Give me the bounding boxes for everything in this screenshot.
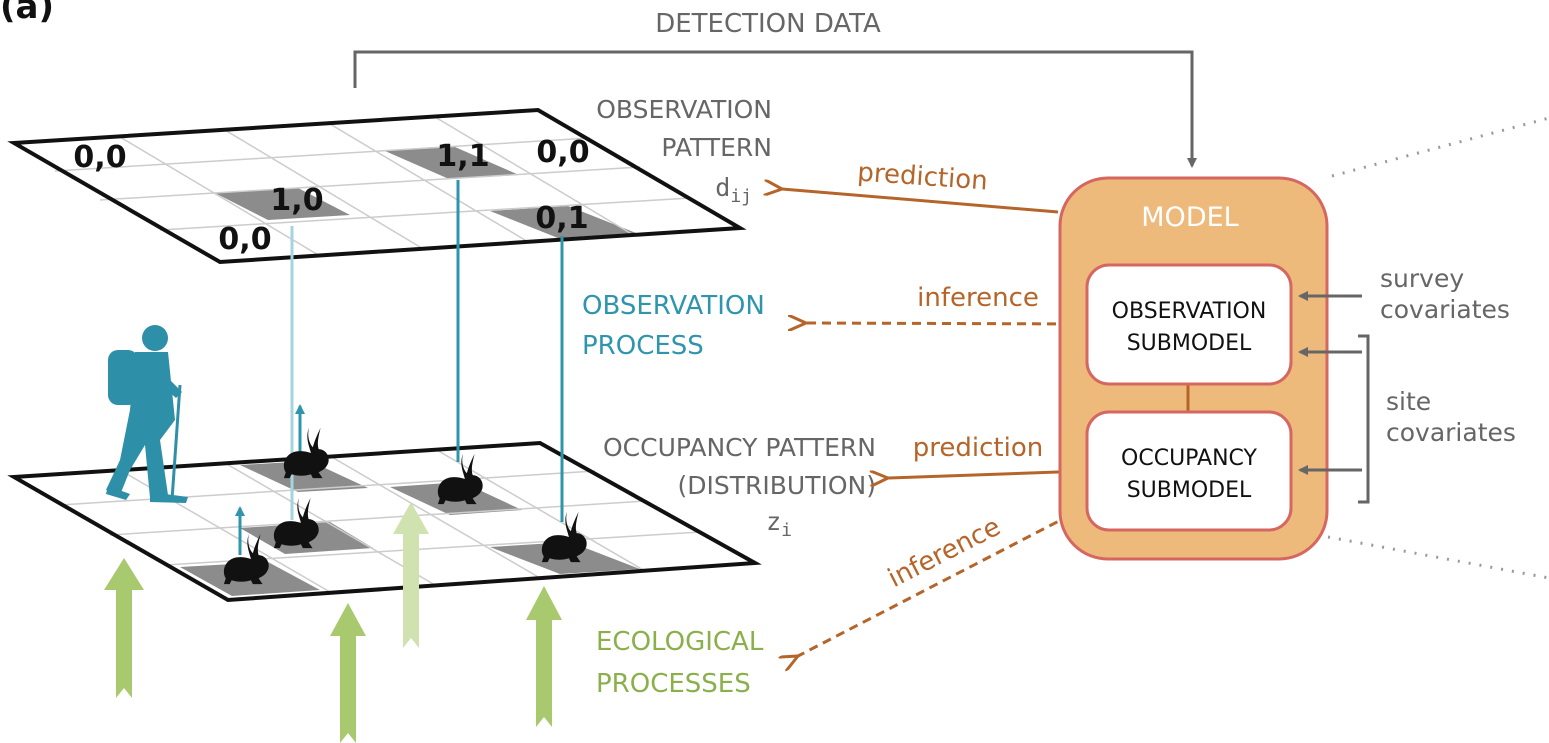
occupancy-pattern-label-2: (DISTRIBUTION): [678, 471, 877, 500]
detection-data-connector: [353, 50, 1197, 168]
site-covariates-label-2: covariates: [1386, 418, 1516, 447]
prediction-label-bottom: prediction: [913, 433, 1043, 463]
occupancy-pattern-symbol: zi: [766, 507, 792, 541]
observation-grid: [7, 107, 747, 265]
site-covariates-label-1: site: [1386, 387, 1431, 416]
green-arrow: [104, 558, 144, 698]
observation-pattern-title-2: PATTERN: [661, 133, 772, 162]
panel-label: (a): [0, 0, 54, 27]
covariate-arrows: [1298, 291, 1370, 504]
observation-submodel-box: [1085, 263, 1293, 386]
inference-label-top: inference: [917, 283, 1039, 313]
prediction-arrow-bottom: [888, 469, 1087, 478]
cell-label-0-0-b: 0,0: [536, 135, 589, 170]
observation-cell-gray: [215, 188, 350, 220]
ecological-processes-label-2: PROCESSES: [596, 669, 751, 699]
cell-label-0-1: 0,1: [535, 201, 588, 236]
observation-cell-gray: [385, 147, 519, 179]
cell-label-0-0-a: 0,0: [73, 140, 126, 175]
prediction-label-top: prediction: [856, 158, 988, 197]
occupancy-submodel-label-1: OCCUPANCY: [1121, 446, 1257, 471]
green-arrow: [393, 502, 429, 648]
site-covariates-bracket: [1358, 334, 1370, 504]
survey-covariates-label-1: survey: [1380, 264, 1464, 293]
occupancy-submodel-label-2: SUBMODEL: [1127, 478, 1252, 503]
green-arrow: [526, 586, 562, 727]
occupancy-pattern-label-1: OCCUPANCY PATTERN: [603, 433, 876, 462]
cell-label-1-1: 1,1: [436, 139, 489, 174]
observation-pattern-title-1: OBSERVATION: [596, 95, 772, 124]
occupancy-submodel-box: [1085, 410, 1293, 532]
observation-cell-gray: [490, 206, 636, 238]
cell-label-1-0: 1,0: [270, 183, 323, 218]
cell-label-0-0-c: 0,0: [218, 222, 271, 257]
observation-process-label-1: OBSERVATION: [582, 291, 765, 321]
observation-pattern-symbol: dij: [715, 173, 752, 207]
hiker-icon: [106, 325, 188, 503]
inference-arrow-bottom: [798, 506, 1085, 656]
observation-process-label-2: PROCESS: [582, 331, 704, 361]
occupancy-cell-gray: [240, 461, 368, 492]
survey-covariates-label-2: covariates: [1380, 295, 1510, 324]
ecological-arrows: [104, 502, 562, 743]
ecological-processes-label-1: ECOLOGICAL: [596, 627, 764, 657]
prediction-arrow-top: [782, 189, 1059, 214]
zoom-dotted-lines: [1327, 116, 1549, 580]
inference-arrow-top: [806, 323, 1087, 324]
observation-submodel-label-2: SUBMODEL: [1127, 331, 1252, 356]
observation-submodel-label-1: OBSERVATION: [1112, 299, 1267, 324]
green-arrow: [330, 603, 366, 743]
detection-data-label: DETECTION DATA: [655, 9, 881, 39]
model-title: MODEL: [1141, 202, 1238, 233]
